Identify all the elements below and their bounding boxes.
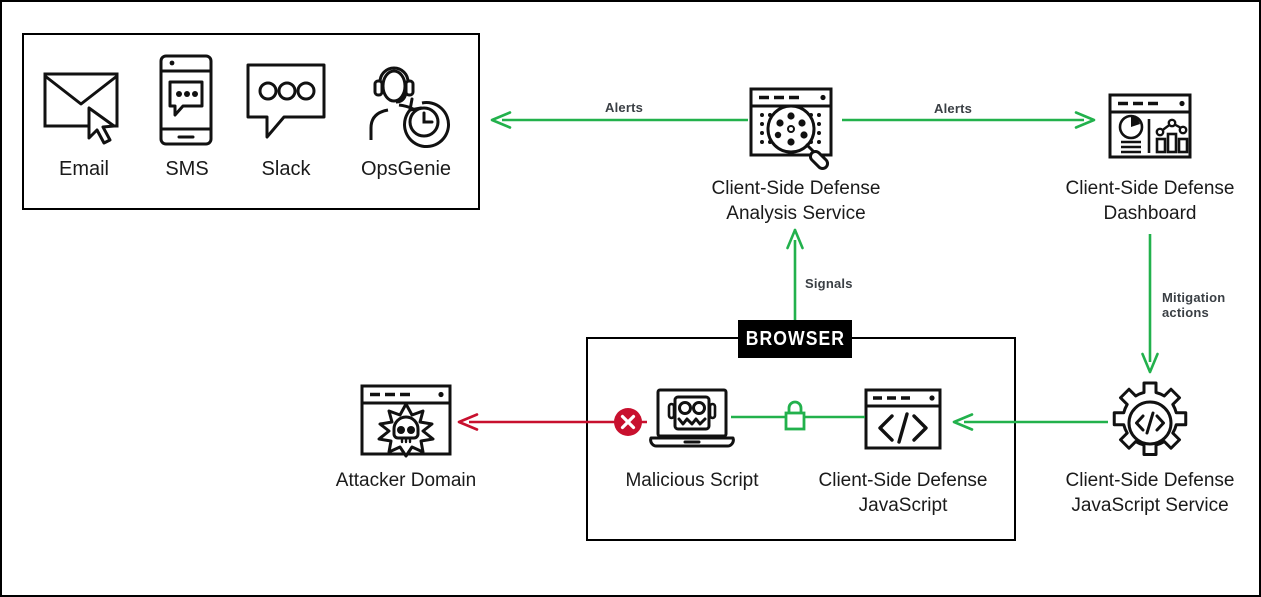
browser-tag: BROWSER: [738, 320, 852, 358]
edge-label-alerts-right: Alerts: [934, 101, 973, 116]
browser-tag-label: BROWSER: [745, 327, 845, 351]
browser-magnifier-icon: [748, 86, 844, 171]
headset-operator-clock-icon: [368, 60, 451, 149]
edge-js-delivery: [952, 412, 1108, 432]
smartphone-message-icon: [157, 54, 215, 146]
edge-signals: [785, 228, 805, 328]
channel-label-opsgenie: OpsGenie: [360, 158, 452, 180]
edge-alerts-to-dashboard: [842, 110, 1096, 130]
browser-code-tag-icon: [864, 388, 942, 450]
node-label-attacker-domain: Attacker Domain: [335, 470, 477, 491]
padlock-icon: [781, 398, 809, 432]
gear-code-icon: [1107, 380, 1193, 466]
node-label-js-service: Client-Side Defense JavaScript Service: [1065, 470, 1235, 516]
edge-mitigation-actions: [1140, 234, 1160, 374]
node-label-defense-javascript: Client-Side Defense JavaScript: [818, 470, 988, 516]
node-label-malicious-script: Malicious Script: [625, 470, 759, 491]
browser-charts-icon: [1108, 93, 1192, 159]
blocked-x-icon: [613, 407, 643, 437]
channel-label-email: Email: [58, 158, 109, 180]
edge-label-mitigation-actions: Mitigation actions: [1162, 290, 1226, 320]
browser-skull-icon: [360, 384, 452, 458]
laptop-bot-icon: [647, 388, 737, 450]
edge-label-alerts-left: Alerts: [605, 100, 644, 115]
notification-channels-group: [22, 33, 480, 210]
envelope-cursor-icon: [42, 64, 126, 145]
channel-label-sms: SMS: [165, 158, 209, 180]
edge-alerts-to-channels: [490, 110, 748, 130]
speech-bubble-dots-icon: [245, 62, 327, 142]
node-label-analysis-service: Client-Side Defense Analysis Service: [711, 178, 881, 224]
edge-label-signals: Signals: [805, 276, 853, 291]
node-label-dashboard: Client-Side Defense Dashboard: [1065, 178, 1235, 224]
channel-label-slack: Slack: [261, 158, 311, 180]
